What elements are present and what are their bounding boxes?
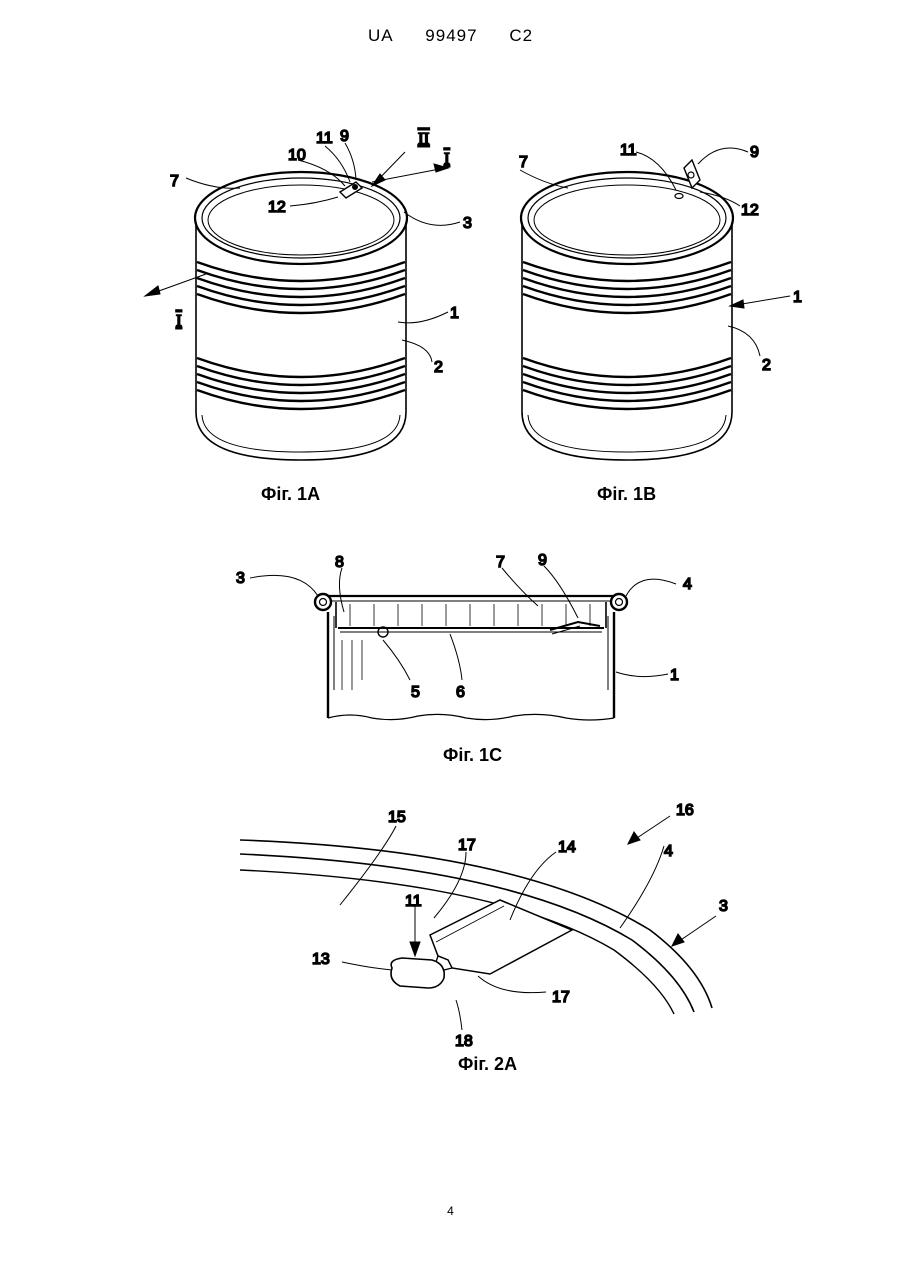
page-number: 4 — [0, 1204, 901, 1218]
fig1c-label-5: 5 — [411, 684, 420, 701]
fig1a-label-12: 12 — [268, 199, 286, 216]
fig1c-label-4: 4 — [683, 576, 692, 593]
fig1c-label-3: 3 — [236, 570, 245, 587]
fig1a-section-I-top: I — [444, 149, 450, 168]
fig1b-label-2: 2 — [762, 357, 771, 374]
fig1a-section-II: II — [418, 129, 430, 148]
fig2a-label-15: 15 — [388, 809, 406, 826]
fig1b-label-11: 11 — [620, 142, 637, 159]
fig2a-label-3: 3 — [719, 898, 728, 915]
fig2a-label-13: 13 — [312, 951, 330, 968]
fig1c-label-6: 6 — [456, 684, 465, 701]
fig1b-label-9: 9 — [750, 144, 759, 161]
fig2a-label-11: 11 — [405, 893, 422, 910]
fig2a-label-16: 16 — [676, 802, 694, 819]
fig2a-label-18: 18 — [455, 1033, 473, 1050]
fig2a-label-17-bottom: 17 — [552, 989, 570, 1006]
fig-1b-can-drawing: 7 11 9 12 1 2 — [519, 142, 802, 460]
fig-1b-caption: Фіг. 1B — [597, 484, 656, 505]
fig-1a-caption: Фіг. 1A — [261, 484, 320, 505]
fig-2a-caption: Фіг. 2A — [458, 1054, 517, 1075]
fig-1c-caption: Фіг. 1C — [443, 745, 502, 766]
fig1c-label-1: 1 — [670, 667, 679, 684]
fig1a-label-10: 10 — [288, 147, 306, 164]
fig1c-label-9: 9 — [538, 552, 547, 569]
fig-1c-section-drawing: 3 8 7 9 4 5 6 1 — [236, 552, 692, 720]
fig-1a-can-drawing: 7 10 11 9 12 3 1 2 II I I — [145, 128, 472, 460]
fig2a-label-17-top: 17 — [458, 837, 476, 854]
fig1b-label-1: 1 — [793, 289, 802, 306]
fig1a-label-2: 2 — [434, 359, 443, 376]
fig2a-label-4: 4 — [664, 843, 673, 860]
fig1a-label-9: 9 — [340, 128, 349, 145]
fig1c-label-8: 8 — [335, 554, 344, 571]
fig1a-label-3: 3 — [463, 215, 472, 232]
fig1b-label-7: 7 — [519, 154, 528, 171]
fig-2a-tab-detail-drawing: 15 17 14 16 4 3 11 13 17 18 — [240, 802, 728, 1050]
fig1c-label-7: 7 — [496, 554, 505, 571]
fig1a-label-1: 1 — [450, 305, 459, 322]
fig2a-label-14: 14 — [558, 839, 576, 856]
fig1a-label-7: 7 — [170, 173, 179, 190]
fig1a-label-11: 11 — [316, 130, 333, 147]
fig1a-section-I-left: I — [176, 311, 182, 330]
fig1b-label-12: 12 — [741, 202, 759, 219]
